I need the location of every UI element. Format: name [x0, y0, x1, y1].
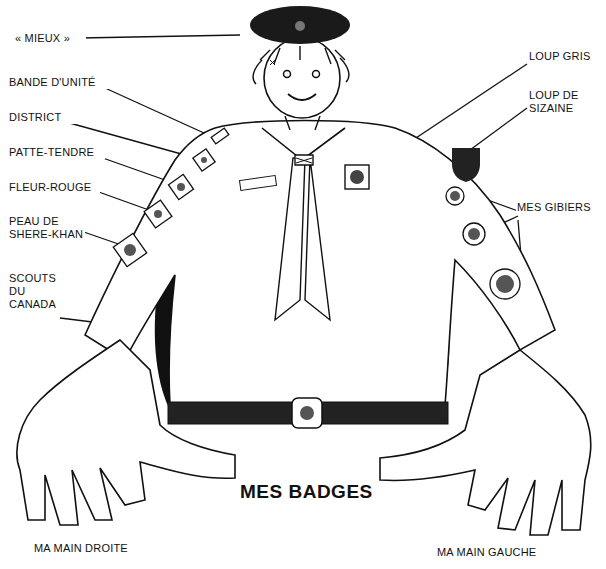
part-label: BANDE D'UNITÉ	[8, 76, 110, 89]
part-label: FLEUR-ROUGE	[8, 181, 100, 194]
part-label: PATTE-TENDRE	[8, 146, 105, 159]
motto-label: « MIEUX »	[14, 32, 86, 45]
part-label: LOUP DE SIZAINE	[528, 89, 594, 115]
part-label: SCOUTS DU CANADA	[8, 272, 62, 311]
part-label: LOUP GRIS	[528, 50, 600, 63]
hand-label: MA MAIN DROITE	[33, 542, 145, 555]
part-label: DISTRICT	[8, 111, 80, 124]
part-label: MES GIBIERS	[516, 201, 602, 214]
diagram-title: MES BADGES	[238, 481, 375, 503]
part-label: PEAU DE SHERE-KHAN	[8, 215, 85, 241]
hand-label: MA MAIN GAUCHE	[436, 546, 548, 559]
